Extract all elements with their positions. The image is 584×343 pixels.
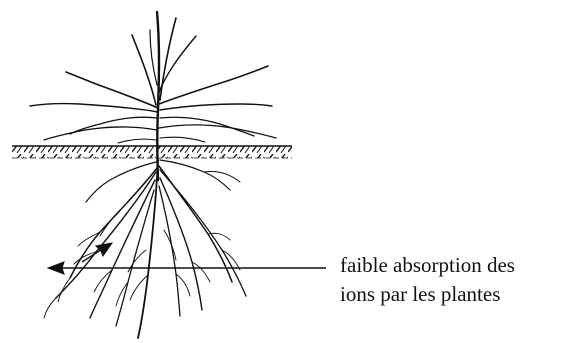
horizontal-arrow-head <box>48 262 64 274</box>
soil-surface <box>12 146 292 158</box>
annotation-line-2: ions par les plantes <box>340 281 500 307</box>
plant-roots <box>44 160 246 338</box>
annotation-line-1: faible absorption des <box>340 252 515 278</box>
